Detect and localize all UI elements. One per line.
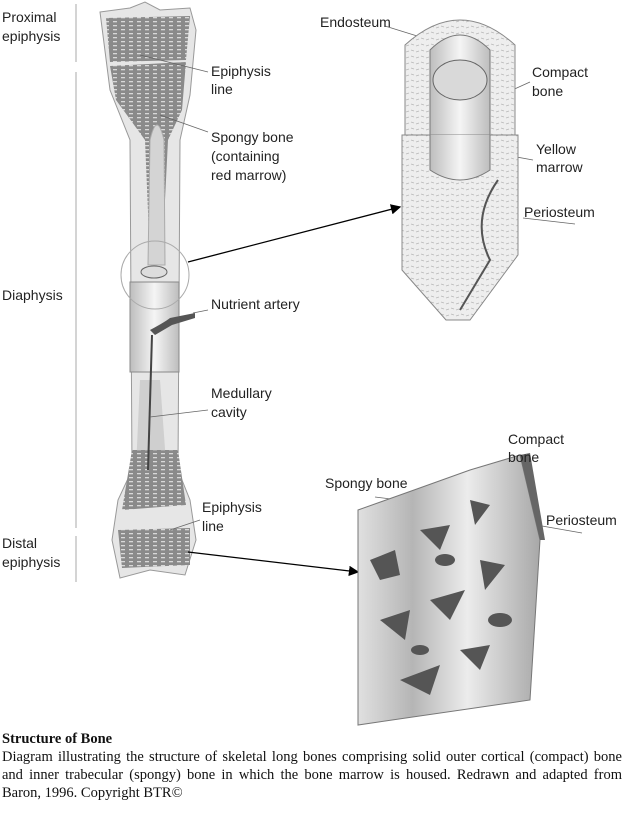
label-spongy-bone: Spongy bone [325,475,408,491]
spongy-bone-block [357,453,545,726]
label-periosteum-top: Periosteum [524,204,595,220]
long-bone-illustration [99,1,197,579]
label-endosteum: Endosteum [320,14,391,30]
diaphysis-cross-section [401,19,519,321]
label-nutrient-artery: Nutrient artery [211,296,300,312]
caption-title: Structure of Bone [2,731,113,747]
figure-caption: Structure of Bone Diagram illustrating t… [2,730,622,802]
zoom-arrow-top [187,204,402,263]
label-diaphysis: Diaphysis [2,287,63,303]
zoom-arrow-bottom [187,551,360,577]
caption-text: Diagram illustrating the structure of sk… [2,749,622,801]
label-periosteum-bottom: Periosteum [546,512,617,528]
